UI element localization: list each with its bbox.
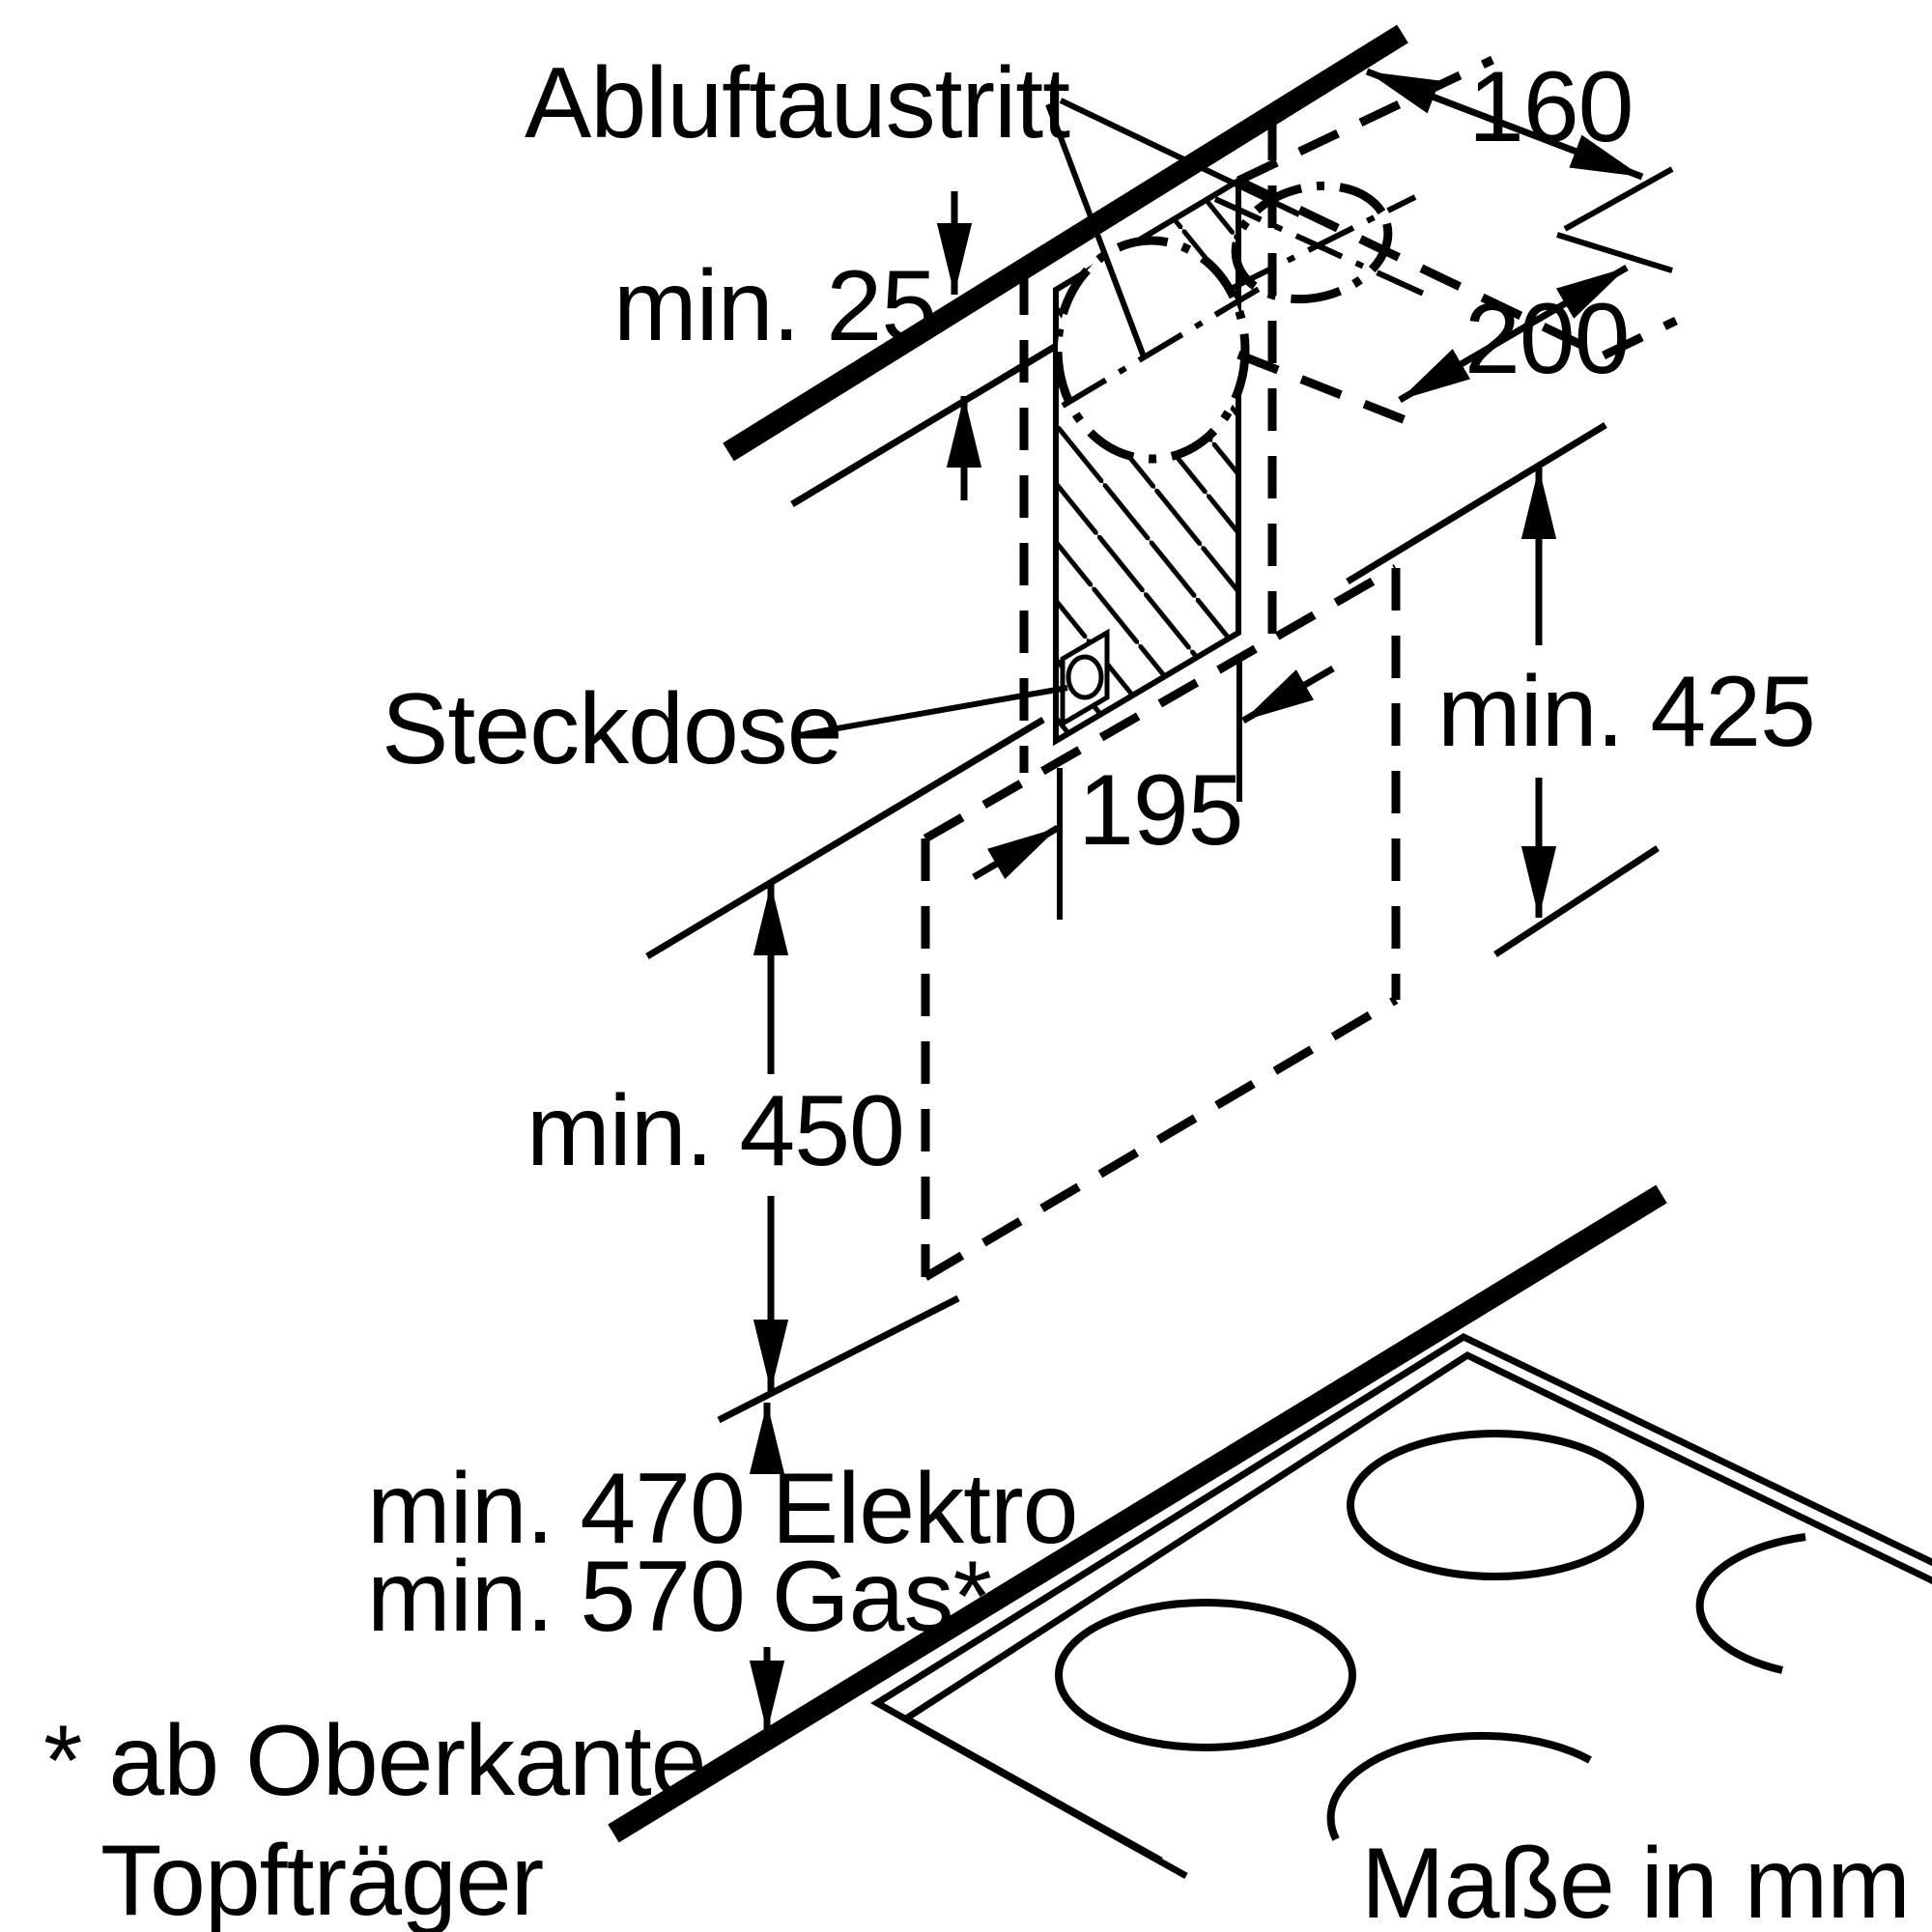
- abluft-leader-front: [1045, 102, 1148, 361]
- hood-body-dashed: [921, 564, 1401, 1281]
- dim-160-line[interactable]: [1365, 68, 1644, 181]
- dim200-far-extension: [1556, 232, 1673, 273]
- burner-right-partial: [1695, 1533, 1806, 1674]
- label-min450: min. 450: [526, 1075, 904, 1187]
- leader-lines: [804, 98, 1301, 737]
- hood-lower-ext-left: [645, 716, 1045, 960]
- hood-bottom-edge: [923, 996, 1399, 1281]
- socket-outlet-icon: [1065, 654, 1104, 700]
- label-min470-elektro: min. 470 Elektro: [367, 1453, 1077, 1565]
- labels: Abluftaustritt min. 25 160 200 Steckdose…: [43, 47, 1911, 1932]
- label-195: 195: [1078, 754, 1243, 867]
- cooktop-rim-inner: [899, 1350, 1932, 1864]
- hood-lower-ext-right: [1346, 422, 1607, 584]
- dim160-far-extension: [1563, 166, 1674, 232]
- chimney-base-ext-right: [1493, 845, 1660, 957]
- hood-top-edge: [923, 564, 1399, 842]
- cooktop-rim-outer: [870, 1333, 1932, 1880]
- label-160: 160: [1468, 51, 1634, 163]
- label-footnote-line1: * ab Oberkante: [43, 1705, 706, 1817]
- label-200: 200: [1464, 283, 1630, 395]
- label-min25: min. 25: [613, 250, 936, 362]
- burner-front-partial: [1326, 1731, 1592, 1841]
- outlet-centerline-u: [1227, 194, 1417, 293]
- burner-back: [1347, 1430, 1644, 1580]
- steckdose-leader: [804, 685, 1068, 737]
- mounting-panel: [1053, 175, 1250, 747]
- exhaust-outlet-circle-top: [1231, 181, 1393, 304]
- label-min570-gas: min. 570 Gas*: [367, 1541, 991, 1653]
- socket-symbol: [1060, 628, 1110, 728]
- reference-plane-ext-left: [717, 1294, 960, 1424]
- cooktop-back-edge-thick-line: [608, 1184, 1667, 1843]
- dim-195-arrow-left[interactable]: [972, 824, 1060, 881]
- label-min425: min. 425: [1437, 656, 1815, 768]
- dim-200-line[interactable]: [1398, 264, 1629, 404]
- cooktop: [608, 1184, 1932, 1880]
- ceiling-edge-thick-line: [723, 24, 1408, 462]
- front-outlet-centerline: [1061, 282, 1267, 409]
- label-steckdose: Steckdose: [382, 673, 842, 785]
- duct-bottom-edge-out: [1236, 350, 1412, 427]
- abluft-leader-top: [1059, 98, 1301, 217]
- dim-195-arrow-right[interactable]: [1241, 665, 1335, 724]
- dimension-arrows: [749, 68, 1644, 1732]
- label-footnote-line2: Topfträger: [100, 1825, 543, 1932]
- extension-lines: [645, 166, 1674, 1424]
- outlet-centerline-v: [1213, 196, 1430, 298]
- label-abluftaustritt: Abluftaustritt: [525, 47, 1070, 159]
- burner-left: [1055, 1599, 1356, 1751]
- label-units: Maße in mm: [1361, 1828, 1910, 1932]
